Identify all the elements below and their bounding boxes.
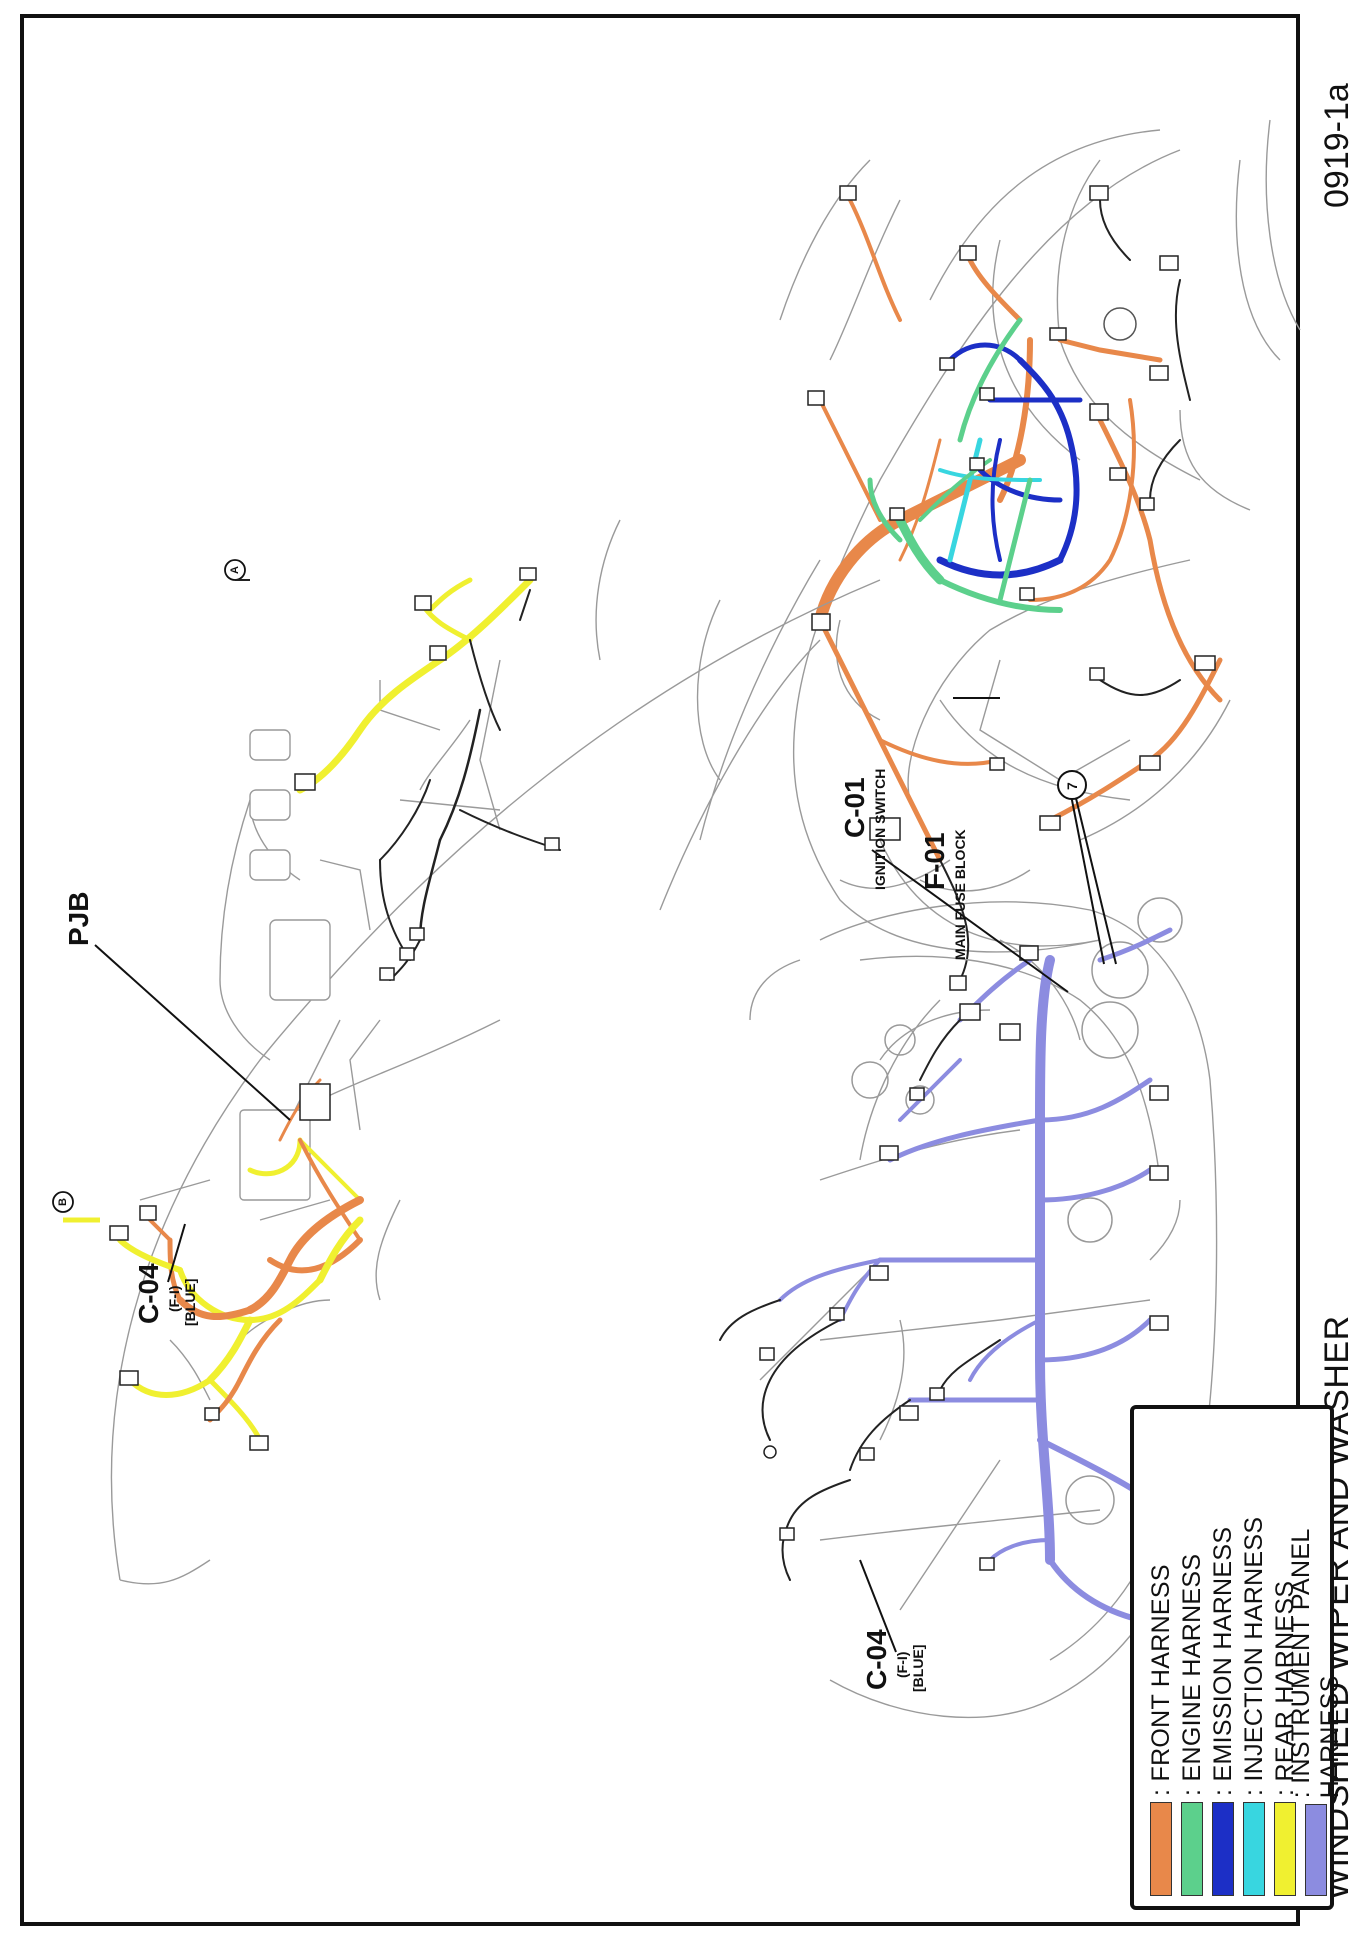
circle-B	[52, 1191, 74, 1213]
pjb-leader	[94, 944, 291, 1121]
legend-swatch-injection	[1243, 1802, 1265, 1896]
circle-A-label: A	[229, 566, 241, 574]
legend-label-instrument-panel: : INSTRUMENT PANEL HARNESS	[1287, 1529, 1344, 1799]
callout-c04-rear-line3: [BLUE]	[182, 1278, 198, 1326]
legend-swatch-rear	[1274, 1802, 1296, 1896]
legend-item-emission: : EMISSION HARNESS	[1208, 1527, 1238, 1896]
circle7-leader-a	[1069, 789, 1105, 965]
legend-swatch-front	[1150, 1802, 1172, 1896]
legend-item-front: : FRONT HARNESS	[1146, 1564, 1176, 1896]
callout-c04-rear-line2: (F-I)	[166, 1285, 182, 1312]
ip-connector-end-cap	[763, 1445, 777, 1459]
instrument-panel-connectors	[759, 945, 1169, 1621]
engine-connectors	[807, 185, 1216, 991]
harness-legend: : FRONT HARNESS : ENGINE HARNESS : EMISS…	[1130, 1405, 1344, 1910]
legend-swatch-instrument-panel	[1305, 1804, 1327, 1896]
legend-item-engine: : ENGINE HARNESS	[1177, 1554, 1207, 1896]
reservoir-cap	[1103, 307, 1137, 341]
page-number: 0919-1a	[1318, 83, 1356, 208]
callout-pjb: PJB	[63, 891, 94, 946]
page-border	[20, 14, 1300, 1926]
rear-connectors	[109, 567, 560, 1451]
callout-f01-code: F-01	[919, 832, 950, 890]
legend-label-engine: : ENGINE HARNESS	[1177, 1553, 1206, 1796]
legend-label-front: : FRONT HARNESS	[1146, 1564, 1175, 1796]
c04-panel-leader	[859, 1559, 897, 1653]
legend-item-instrument-panel: : INSTRUMENT PANEL HARNESS	[1287, 1409, 1344, 1896]
rear-view	[110, 519, 881, 1585]
callout-c04-panel-line3: [BLUE]	[910, 1644, 926, 1692]
instrument-panel-view	[749, 901, 1218, 1719]
circle-7	[1057, 770, 1087, 800]
legend-label-emission: : EMISSION HARNESS	[1208, 1526, 1237, 1796]
legend-swatch-engine	[1181, 1802, 1203, 1896]
c01-leader	[871, 849, 1069, 993]
callout-c04-panel-line2: (F-I)	[894, 1651, 910, 1678]
callout-c01-code: C-01	[839, 777, 870, 838]
circle-B-label: B	[57, 1198, 69, 1206]
callout-c01-desc: IGNITION SWITCH	[872, 768, 888, 890]
instrument-panel-harness-wires	[719, 927, 1173, 1623]
gauge-cluster	[851, 897, 1203, 1623]
engine-compartment-view	[659, 119, 1301, 953]
legend-label-injection: : INJECTION HARNESS	[1239, 1516, 1268, 1796]
callout-f01-desc: MAIN FUSE BLOCK	[952, 829, 968, 960]
rear-modules	[239, 729, 331, 1201]
legend-swatch-emission	[1212, 1802, 1234, 1896]
circle7-leader-b	[1073, 789, 1117, 965]
c04-rear-leader	[167, 1223, 186, 1283]
circle-7-label: 7	[1064, 782, 1080, 790]
callout-c04-panel-code: C-04	[861, 1629, 892, 1690]
callout-c04-rear-code: C-04	[133, 1263, 164, 1324]
legend-item-injection: : INJECTION HARNESS	[1239, 1517, 1269, 1896]
